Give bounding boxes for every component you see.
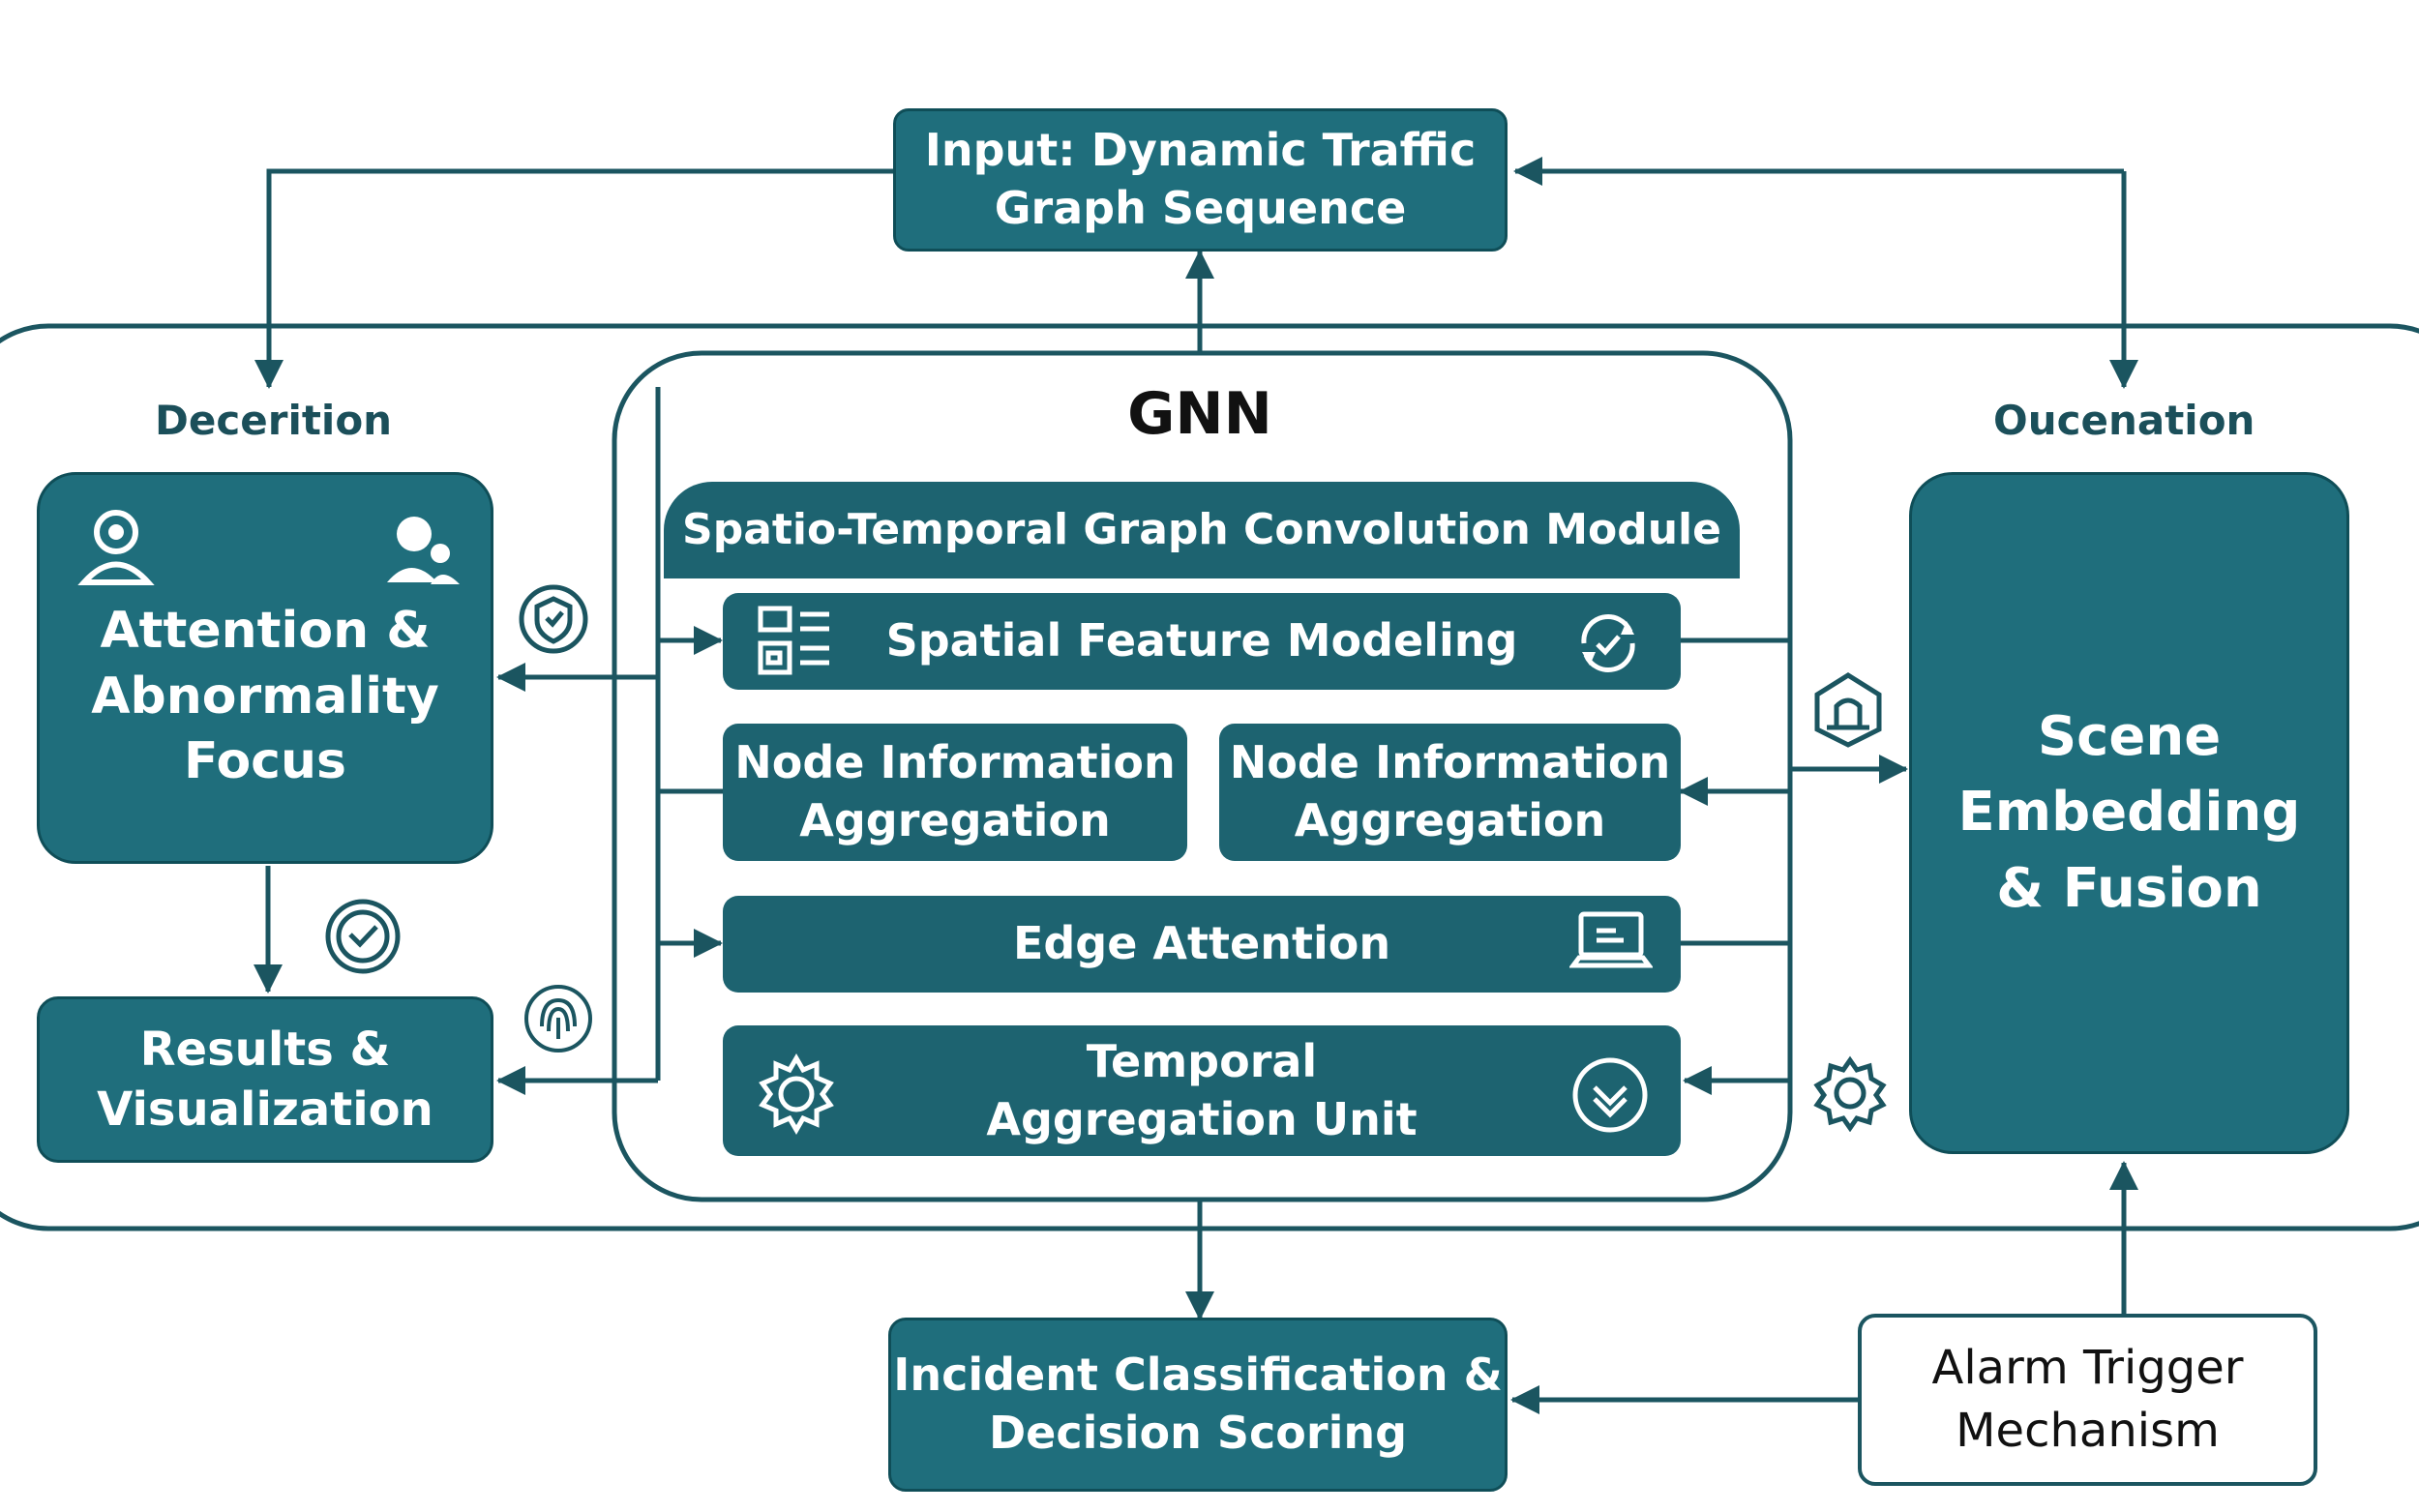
refresh-icon	[1581, 614, 1635, 672]
alarm-line1: Alarm Trigger	[1931, 1341, 2244, 1396]
grid-icon	[758, 606, 829, 675]
fingerprint-icon	[524, 985, 592, 1052]
right-section-title: Oucenation	[1993, 397, 2255, 444]
input-box-line1: Input: Dynamic Traffic	[924, 124, 1477, 177]
shield-icon	[519, 584, 588, 654]
left-section-title: Decerition	[155, 397, 393, 444]
scene-line3: & Fusion	[1996, 856, 2262, 920]
temporal-line1: Temporal	[1086, 1034, 1318, 1087]
module-title: Spatio-Temporal Graph Convolution Module	[682, 505, 1721, 555]
node-left-line2: Aggregation	[799, 794, 1111, 846]
module-header: Spatio-Temporal Graph Convolution Module	[664, 482, 1740, 578]
scene-line1: Scene	[2037, 704, 2222, 768]
attention-line1: Attention &	[100, 602, 431, 661]
incident-line2: Decision Scoring	[988, 1407, 1408, 1459]
incident-line1: Incident Classification &	[893, 1349, 1503, 1402]
gear-icon	[759, 1053, 834, 1135]
gnn-title: GNN	[1127, 380, 1272, 448]
scene-line2: Embedding	[1957, 781, 2301, 845]
badge-icon	[325, 899, 401, 974]
outer-container	[0, 323, 2419, 1231]
node-aggregation-right: Node Information Aggregation	[1219, 724, 1681, 861]
laptop-icon	[1569, 911, 1653, 968]
node-right-line1: Node Information	[1229, 736, 1671, 789]
check-circle-icon	[1572, 1057, 1648, 1133]
spatial-label: Spatial Feature Modeling	[885, 614, 1518, 667]
attention-line2: Abnormality	[91, 667, 439, 726]
input-box: Input: Dynamic Traffic Graph Sequence	[893, 108, 1508, 252]
temporal-line2: Aggregation Unit	[986, 1092, 1418, 1145]
node-right-line2: Aggregation	[1294, 794, 1606, 846]
alarm-box: Alarm Trigger Mechanism	[1858, 1314, 2317, 1486]
results-line2: Visualization	[97, 1082, 433, 1137]
node-left-line1: Node Information	[734, 736, 1176, 789]
temporal-block: Temporal Aggregation Unit	[723, 1025, 1681, 1156]
house-icon	[1814, 672, 1882, 748]
people-icon	[387, 517, 460, 584]
attention-line3: Focus	[184, 732, 346, 791]
cog-icon	[1813, 1055, 1887, 1132]
edge-label: Edge Attention	[1012, 917, 1391, 970]
input-box-line2: Graph Sequence	[994, 182, 1407, 234]
edge-attention-block: Edge Attention	[723, 896, 1681, 993]
results-line1: Results &	[139, 1022, 391, 1077]
user-icon	[77, 510, 155, 585]
alarm-line2: Mechanism	[1956, 1404, 2220, 1458]
results-box: Results & Visualization	[37, 996, 493, 1163]
node-aggregation-left: Node Information Aggregation	[723, 724, 1187, 861]
spatial-block: Spatial Feature Modeling	[723, 593, 1681, 690]
incident-box: Incident Classification & Decision Scori…	[888, 1318, 1508, 1492]
scene-box: Scene Embedding & Fusion	[1909, 472, 2349, 1154]
